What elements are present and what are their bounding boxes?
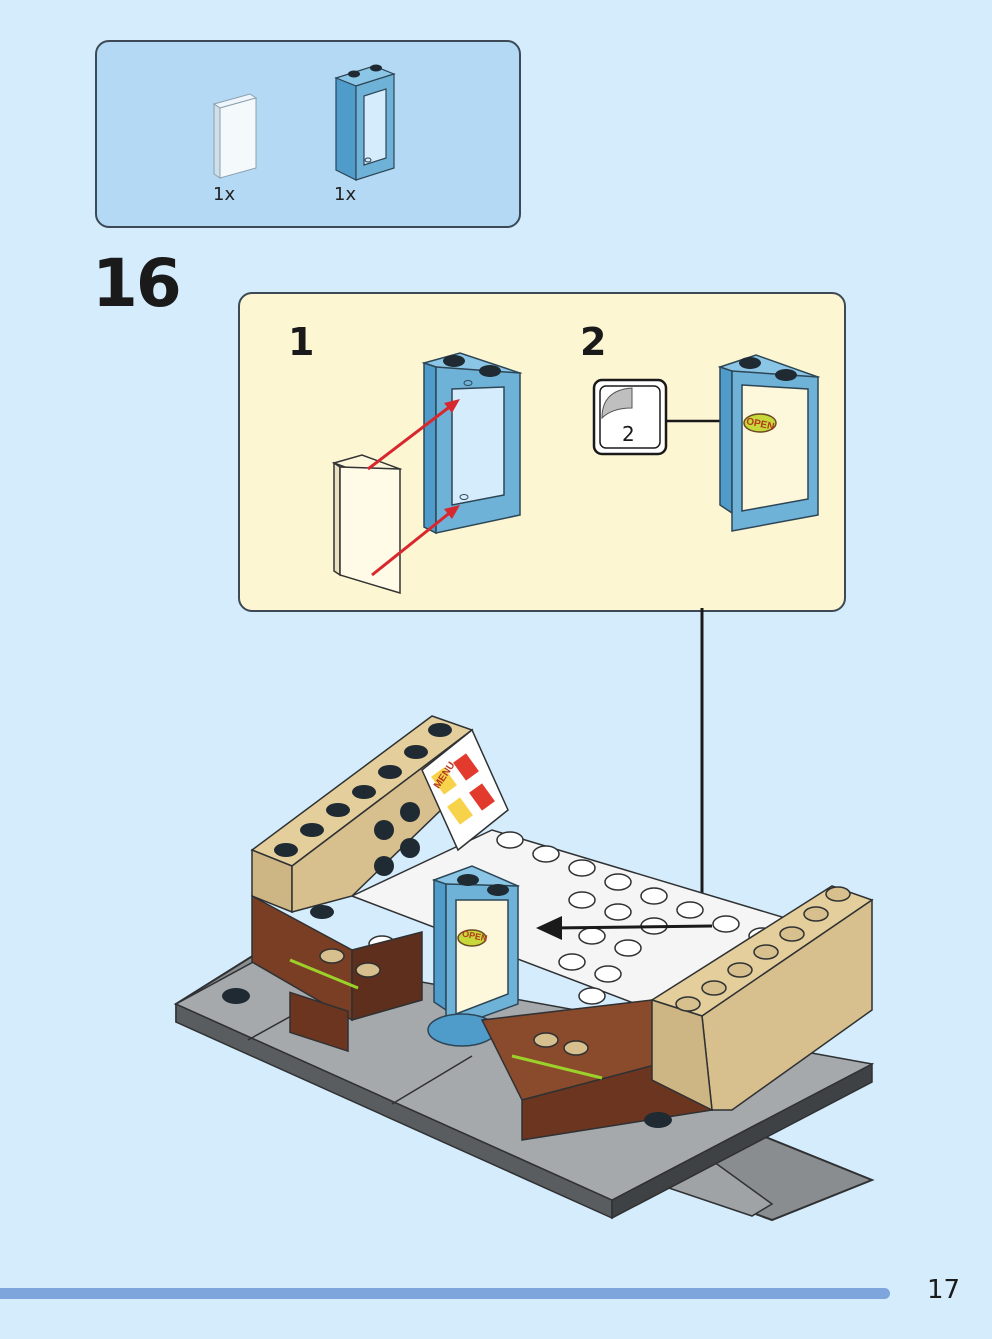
sticker-number: 2 xyxy=(622,422,635,446)
callout-connector xyxy=(700,608,704,930)
window-frame-part xyxy=(334,64,396,181)
glass-pane-part xyxy=(212,93,258,179)
substep-2-illustration xyxy=(717,354,821,532)
main-model-illustration xyxy=(173,715,875,1222)
step-number: 16 xyxy=(92,245,182,322)
parts-list-panel xyxy=(95,40,521,228)
substep-1-number: 1 xyxy=(288,320,315,364)
page-number: 17 xyxy=(927,1275,961,1305)
window-frame-qty: 1x xyxy=(334,184,357,205)
page-progress-bar xyxy=(0,1288,890,1299)
glass-pane-qty: 1x xyxy=(213,184,236,205)
sticker-indicator xyxy=(592,378,668,456)
substep-2-number: 2 xyxy=(580,320,607,364)
substep-1-illustration xyxy=(331,352,523,595)
